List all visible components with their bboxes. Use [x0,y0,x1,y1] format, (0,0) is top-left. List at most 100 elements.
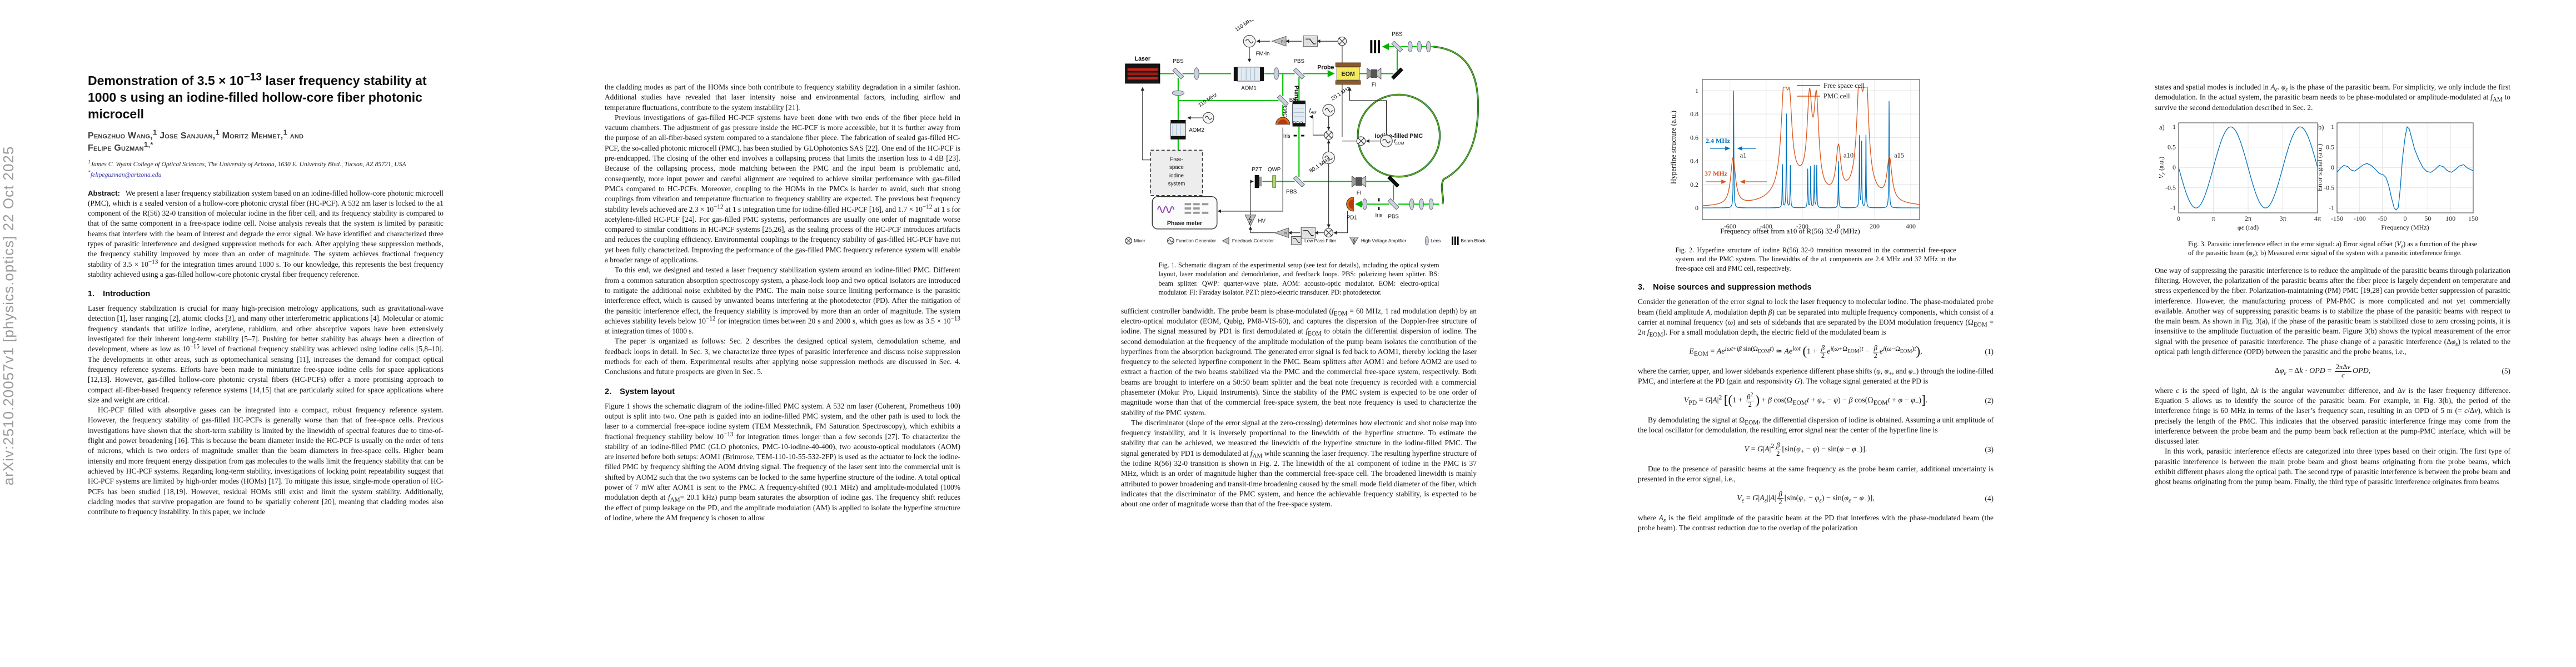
figure-3-caption: Fig. 3. Parasitic interference effect in… [2188,240,2477,259]
aom3-label: AOM3 [1283,106,1289,121]
discriminator-paragraph: The discriminator (slope of the error si… [1121,418,1477,509]
email-link[interactable]: *felipeguzman@arizona.edu [88,169,162,178]
eom-label: EOM [1341,71,1354,77]
hv-amplifier: HV [1244,215,1266,227]
iris1-label: Iris [1283,133,1291,140]
free-space-iodine-system: Free- space iodine system [1150,150,1203,196]
svg-text:PMC cell: PMC cell [1823,92,1850,100]
svg-text:a): a) [2159,123,2165,131]
lenses [1172,41,1434,210]
f801-freq-label: 80.1 MHz [1308,157,1331,175]
iris2-label: Iris [1375,213,1382,219]
intro-paragraph-1: Laser frequency stabilization is crucial… [88,304,444,404]
polarization-states-paragraph: states and spatial modes is included in … [2155,83,2510,112]
svg-text:200: 200 [1870,222,1880,230]
svg-text:Pump: Pump [1293,86,1300,102]
fg-110mhz-aom2: 110 MHz [1197,92,1218,124]
svg-text:a1: a1 [1740,151,1747,159]
svg-text:Function Generator: Function Generator [1176,238,1216,243]
pd1: PD1 [1346,197,1357,221]
svg-text:b): b) [2318,123,2324,131]
svg-text:PBS: PBS [1388,214,1399,220]
hv-label: HV [1258,218,1266,224]
svg-text:50: 50 [2424,215,2431,222]
pmc-fiber-loop: Iodine-filled PMC [1357,46,1479,205]
feom-label: fEOM [1394,139,1404,146]
svg-text:-100: -100 [2354,215,2366,222]
three-types-paragraph: In this work, parasitic interference eff… [2155,447,2510,486]
svg-text:400: 400 [1906,222,1916,230]
fg-feom: fEOM [1380,135,1404,147]
svg-text:-400: -400 [1760,222,1772,230]
paper-title: Demonstration of 3.5 × 10−13 laser frequ… [88,71,427,121]
fig3a-y-axis-label: Vε (a.u.) [2157,156,2167,179]
opd-paragraph: where c is the speed of light, Δk is the… [2155,386,2510,446]
svg-text:2π: 2π [2245,215,2251,222]
svg-text:Probe: Probe [1317,64,1334,71]
svg-text:-0.5: -0.5 [2165,183,2176,191]
svg-text:1: 1 [2173,123,2176,131]
svg-text:Beam Block: Beam Block [1461,238,1486,243]
svg-text:2.4 MHz: 2.4 MHz [1706,137,1731,145]
svg-text:3π: 3π [2279,215,2286,222]
svg-text:space: space [1169,165,1184,171]
system-overview-paragraph: To this end, we designed and tested a la… [605,266,960,336]
svg-text:High Voltage Amplifier: High Voltage Amplifier [1361,238,1407,243]
qwp-label: QWP [1268,167,1280,173]
figure-1-schematic: Iodine-filled PMC [1121,16,1486,255]
intro-paragraph-2: HC-PCF filled with absorptive gases can … [88,406,444,516]
svg-text:0.4: 0.4 [1690,157,1698,165]
svg-text:Mixer: Mixer [1134,238,1145,243]
aom2-label: AOM2 [1189,127,1204,133]
svg-text:PBS: PBS [1173,58,1184,64]
fig2-x-axis-label: Frequency offset from a10 of R(56) 32-0 … [1720,227,1860,235]
laser-label: Laser [1135,56,1150,62]
equation-1: EEOM = Aeiωt+iβ sin(ΩEOMt) ≃ Aeiωt (1 + … [1689,344,1994,360]
pzt-mirror: PZT [1252,167,1262,188]
fg-fam: fAM 20.1 kHz [1309,85,1351,117]
iris-2: Iris [1375,198,1383,219]
pd2: PD2 [1275,117,1303,127]
green-beam-paths [1159,43,1439,208]
svg-text:Free space cell: Free space cell [1823,82,1865,89]
svg-text:a10: a10 [1843,151,1853,159]
pd2-label: PD2 [1293,121,1303,127]
fg1-freq-label: 110 MHz [1234,20,1255,33]
abstract: Abstract: We present a laser frequency s… [88,188,444,278]
error-signal-paragraph: Consider the generation of the error sig… [1638,297,1994,339]
pzt-label: PZT [1252,167,1262,173]
svg-text:φε (rad): φε (rad) [2238,223,2259,231]
fm-in-label: FM-in [1256,51,1270,57]
phase-meter: Phase meter [1152,196,1218,230]
modulation-paragraph: sufficient controller bandwidth. The pro… [1121,306,1477,417]
fg-110mhz-top: 110 MHz FM-in [1234,16,1270,57]
sideband-paragraph: where the carrier, upper, and lower side… [1638,366,1994,386]
svg-text:Low Pass Filter: Low Pass Filter [1304,238,1336,243]
mixers [1324,36,1366,238]
aom2: AOM2 [1170,120,1204,140]
figure-2-caption: Fig. 2. Hyperfine structure of iodine R(… [1675,246,1956,272]
page-3: Iodine-filled PMC [1121,16,1486,510]
svg-text:0: 0 [1695,204,1698,212]
demodulation-paragraph: By demodulating the signal at ΩEOM, the … [1638,415,1994,435]
page-5: states and spatial modes is included in … [2155,82,2510,487]
svg-text:0.5: 0.5 [2326,143,2334,151]
fig3b-y-axis-label: Error signal (a.u.) [2315,143,2324,192]
affiliation: 1James C. Wyant College of Optical Scien… [88,159,406,168]
system-layout-paragraph: Figure 1 shows the schematic diagram of … [605,401,961,522]
pmc-background-paragraph: Previous investigations of gas-filled HC… [605,113,960,265]
svg-text:π: π [2211,215,2215,222]
aom1-label: AOM1 [1241,86,1256,92]
pbs-plates [1172,41,1403,210]
aom1: AOM1 [1233,67,1264,92]
section-1-heading: 1.Introduction [88,290,151,299]
svg-text:-200: -200 [1796,222,1808,230]
svg-text:-50: -50 [2378,215,2387,222]
parasitic-beams-paragraph: Due to the presence of parasitic beams a… [1638,464,1994,483]
svg-text:0.5: 0.5 [2168,143,2176,151]
